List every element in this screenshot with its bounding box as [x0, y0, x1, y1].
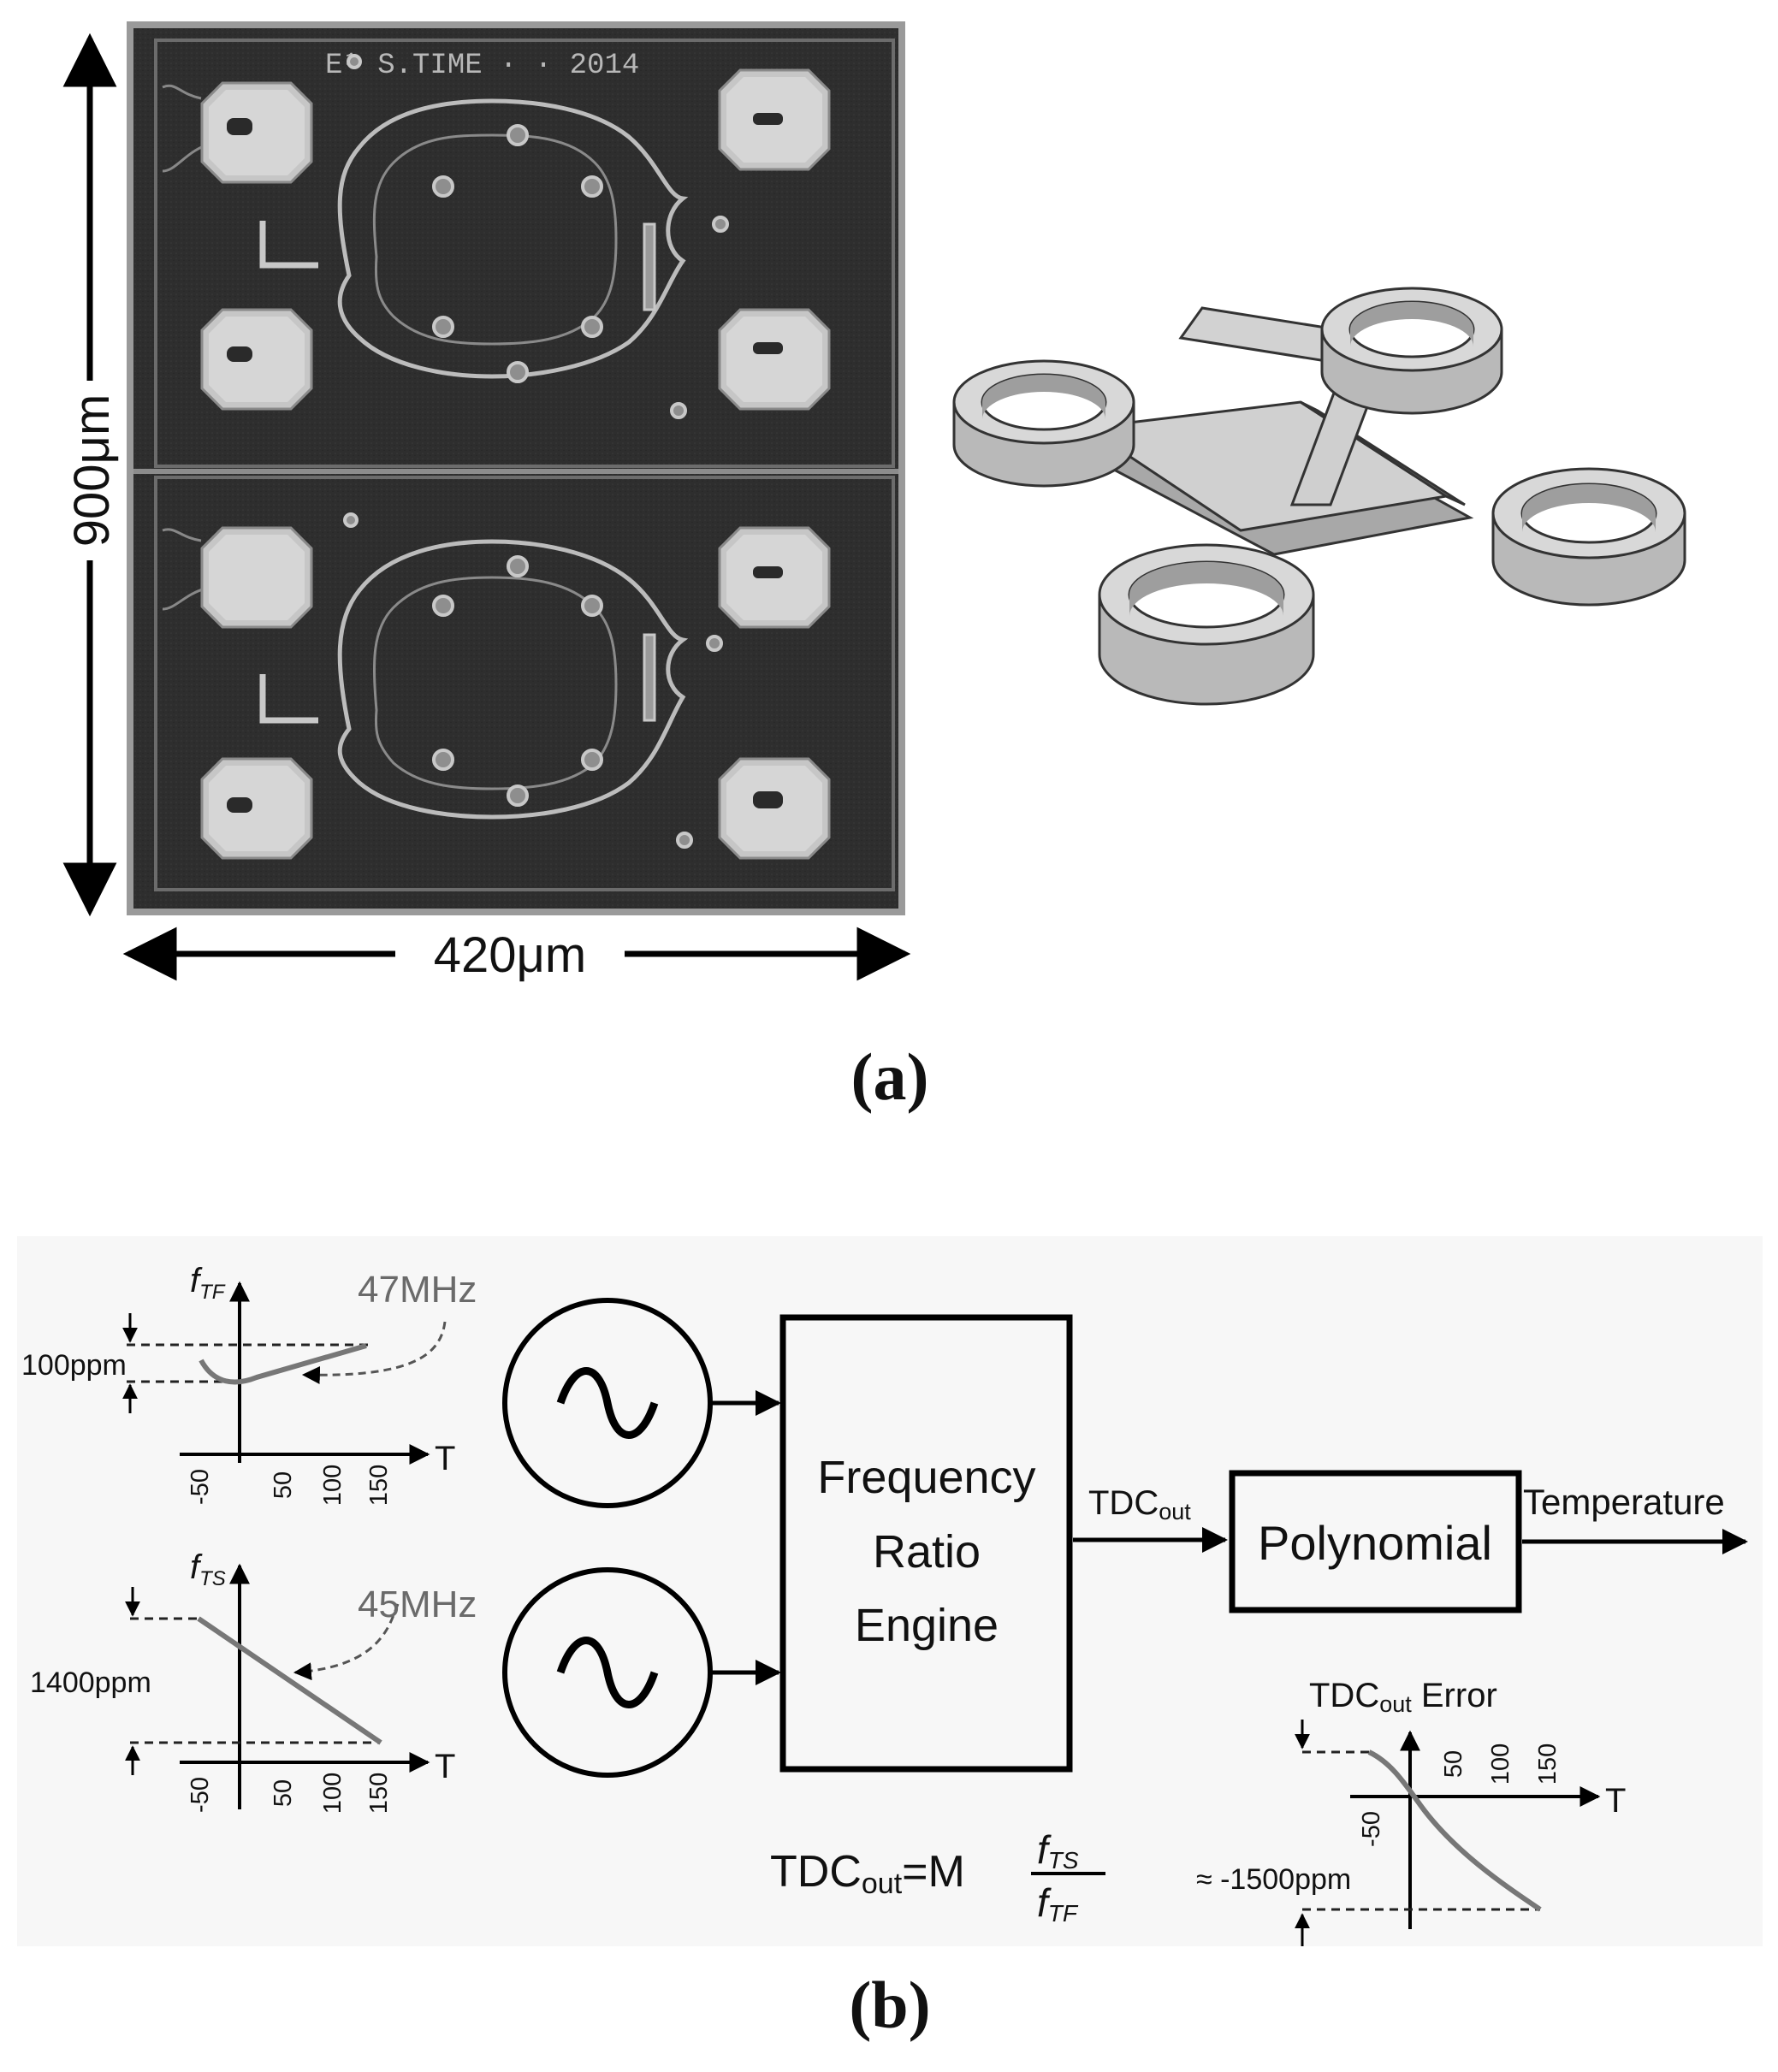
error-title-sub: out [1379, 1691, 1412, 1717]
tf-freq-label: 47MHz [358, 1269, 477, 1311]
resonator-bottom [337, 539, 689, 820]
error-title-rest: Error [1412, 1677, 1497, 1714]
polynomial-label: Polynomial [1258, 1516, 1492, 1570]
error-tick: 100 [1487, 1743, 1514, 1785]
formula-num-sub: TS [1048, 1847, 1079, 1874]
ts-ticks: -50 50 100 150 [187, 1773, 393, 1814]
tf-x-axis-label: T [435, 1440, 455, 1477]
error-tick: 50 [1440, 1750, 1467, 1778]
engine-line-3: Engine [855, 1600, 999, 1651]
formula-lhs-sub: out [862, 1868, 903, 1900]
error-ticks: -50 50 100 150 [1358, 1743, 1562, 1847]
ts-tick: 100 [319, 1773, 347, 1814]
resonator-3d-model [952, 287, 1686, 706]
width-dimension-label: 420μm [434, 927, 587, 983]
temperature-label: Temperature [1523, 1482, 1725, 1522]
ts-span-label: 1400ppm [30, 1666, 151, 1699]
tf-axis-sub: TF [199, 1281, 226, 1304]
svg-text:fTS: fTS [1037, 1827, 1079, 1874]
ts-tick: 150 [365, 1773, 393, 1814]
tdc-formula: TDCout=M fTS fTF [770, 1827, 1105, 1927]
formula-den-sub: TF [1048, 1900, 1079, 1927]
tf-tick: -50 [187, 1469, 214, 1505]
ts-tick: -50 [187, 1777, 214, 1813]
frequency-ratio-engine-block [779, 1314, 1073, 1773]
tdc-out-main: TDC [1088, 1484, 1159, 1522]
svg-text:TDCout=M: TDCout=M [770, 1847, 965, 1900]
formula-den: f [1037, 1880, 1052, 1925]
tf-span-label: 100ppm [21, 1349, 127, 1382]
resonator-top-vias [347, 54, 729, 419]
tf-plot [122, 1281, 447, 1465]
engine-line-1: Frequency [817, 1452, 1035, 1503]
svg-text:fTF: fTF [1037, 1880, 1079, 1927]
tf-tick: 100 [319, 1465, 347, 1506]
engine-line-2: Ratio [873, 1526, 981, 1578]
ts-axis-sub: TS [199, 1567, 226, 1590]
ts-plot [125, 1563, 430, 1809]
error-title-main: TDC [1309, 1677, 1379, 1714]
polynomial-block [1229, 1470, 1522, 1613]
width-dimension [122, 926, 911, 981]
tf-tick: 50 [270, 1471, 297, 1499]
tf-ticks: -50 50 100 150 [187, 1465, 393, 1506]
error-x-axis-label: T [1605, 1782, 1626, 1820]
oscillator-tf [502, 1298, 781, 1508]
resonator-top [337, 98, 689, 379]
formula-mid: =M [902, 1847, 965, 1897]
oscillator-ts [502, 1567, 781, 1778]
error-tick: -50 [1358, 1811, 1385, 1847]
formula-num: f [1037, 1827, 1052, 1872]
ts-tick: 50 [270, 1779, 297, 1807]
panel-b-label: (b) [849, 1968, 930, 2042]
resonator-bottom-vias [343, 512, 723, 849]
height-dimension [62, 33, 118, 917]
tdc-out-sub: out [1159, 1499, 1191, 1524]
error-tick: 150 [1534, 1743, 1562, 1785]
ts-x-axis-label: T [435, 1748, 455, 1785]
error-plot [1295, 1720, 1601, 1946]
height-dimension-label: 900μm [64, 394, 120, 548]
panel-a-label: (a) [851, 1039, 929, 1114]
sine-wave-icon [556, 1637, 659, 1708]
sine-wave-icon [556, 1367, 659, 1439]
tf-tick: 150 [365, 1465, 393, 1506]
die-marking: E¹ S.TIME · · 2014 [325, 50, 639, 82]
formula-lhs: TDC [770, 1847, 862, 1897]
ts-freq-label: 45MHz [358, 1584, 477, 1625]
error-span-label: ≈ -1500ppm [1196, 1863, 1351, 1896]
svg-text:TDCout: TDCout [1088, 1484, 1191, 1524]
svg-text:TDCout Error: TDCout Error [1309, 1677, 1497, 1717]
